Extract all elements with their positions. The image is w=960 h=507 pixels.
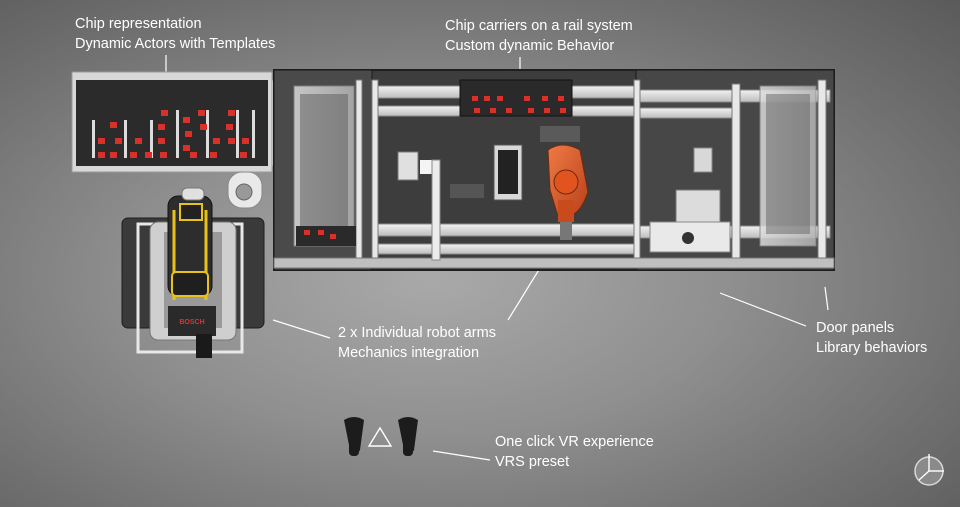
vr-annotation-subtitle: VRS preset	[495, 454, 570, 470]
chip-carriers	[296, 79, 573, 246]
carriers-annotation: Chip carriers on a rail system Custom dy…	[445, 16, 633, 56]
chip-conveyor	[71, 71, 283, 209]
doors-annotation: Door panels Library behaviors	[816, 318, 927, 358]
carriers-annotation-subtitle: Custom dynamic Behavior	[445, 38, 615, 54]
door-leader-line-1	[719, 292, 807, 327]
workstation	[397, 144, 731, 261]
bosch-logo: BOSCH	[179, 319, 204, 326]
chip-annotation-subtitle: Dynamic Actors with Templates	[75, 36, 276, 52]
vr-devices	[344, 417, 418, 456]
vr-annotation: One click VR experience VRS preset	[495, 432, 654, 472]
orange-robot-arm	[540, 126, 589, 240]
robot-cell-leader-line	[272, 319, 331, 339]
chip-annotation: Chip representation Dynamic Actors with …	[75, 14, 275, 54]
vr-leader-line	[432, 450, 491, 461]
doors-annotation-subtitle: Library behaviors	[816, 340, 928, 356]
chip-markers	[98, 110, 249, 158]
vr-headset-icon	[367, 426, 393, 447]
robots-annotation-subtitle: Mechanics integration	[338, 345, 480, 361]
vr-controller-icon	[398, 417, 418, 456]
carriers-annotation-title: Chip carriers on a rail system	[445, 18, 633, 34]
vr-annotation-title: One click VR experience	[495, 434, 654, 450]
robots-annotation-title: 2 x Individual robot arms	[338, 325, 496, 341]
svg-text:BOSCH: BOSCH	[179, 319, 204, 326]
doors-annotation-title: Door panels	[816, 320, 895, 336]
chip-annotation-title: Chip representation	[75, 16, 202, 32]
robot-cell: BOSCH	[121, 187, 265, 358]
door-leader-line-2	[824, 286, 829, 311]
compass-gizmo-icon[interactable]	[914, 454, 944, 486]
vr-controller-icon	[344, 417, 364, 456]
robots-annotation: 2 x Individual robot arms Mechanics inte…	[338, 323, 496, 363]
